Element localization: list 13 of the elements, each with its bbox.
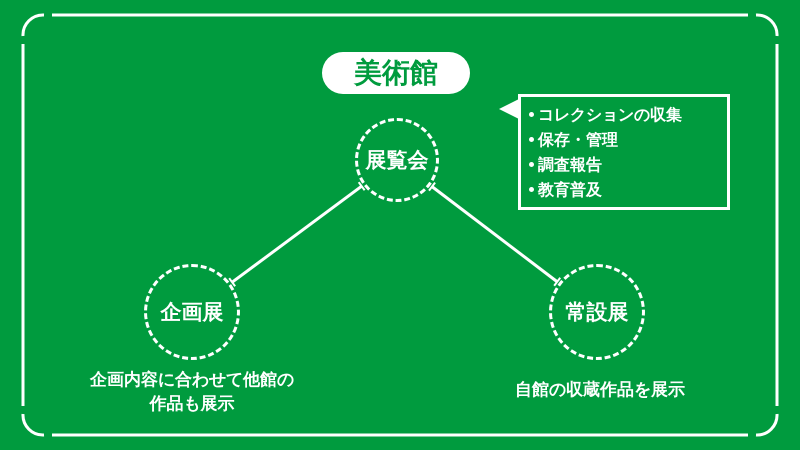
description-text: 企画内容に合わせて他館の作品も展示 <box>88 369 295 416</box>
description-text: 自館の収蔵作品を展示 <box>514 379 686 402</box>
bullet-item: 保存・管理 <box>529 128 727 150</box>
node-label: 展覧会 <box>366 150 428 170</box>
title-pill <box>322 52 470 94</box>
node-label: 企画展 <box>160 302 224 322</box>
node-label: 常設展 <box>566 302 628 322</box>
bullet-item: コレクションの収集 <box>529 104 727 126</box>
bullet-item: 調査報告 <box>529 154 727 176</box>
connector-line <box>228 181 366 288</box>
bullet-item: 教育普及 <box>529 178 727 200</box>
heading-text: 美術館 <box>354 59 438 87</box>
connector-line <box>428 182 562 287</box>
